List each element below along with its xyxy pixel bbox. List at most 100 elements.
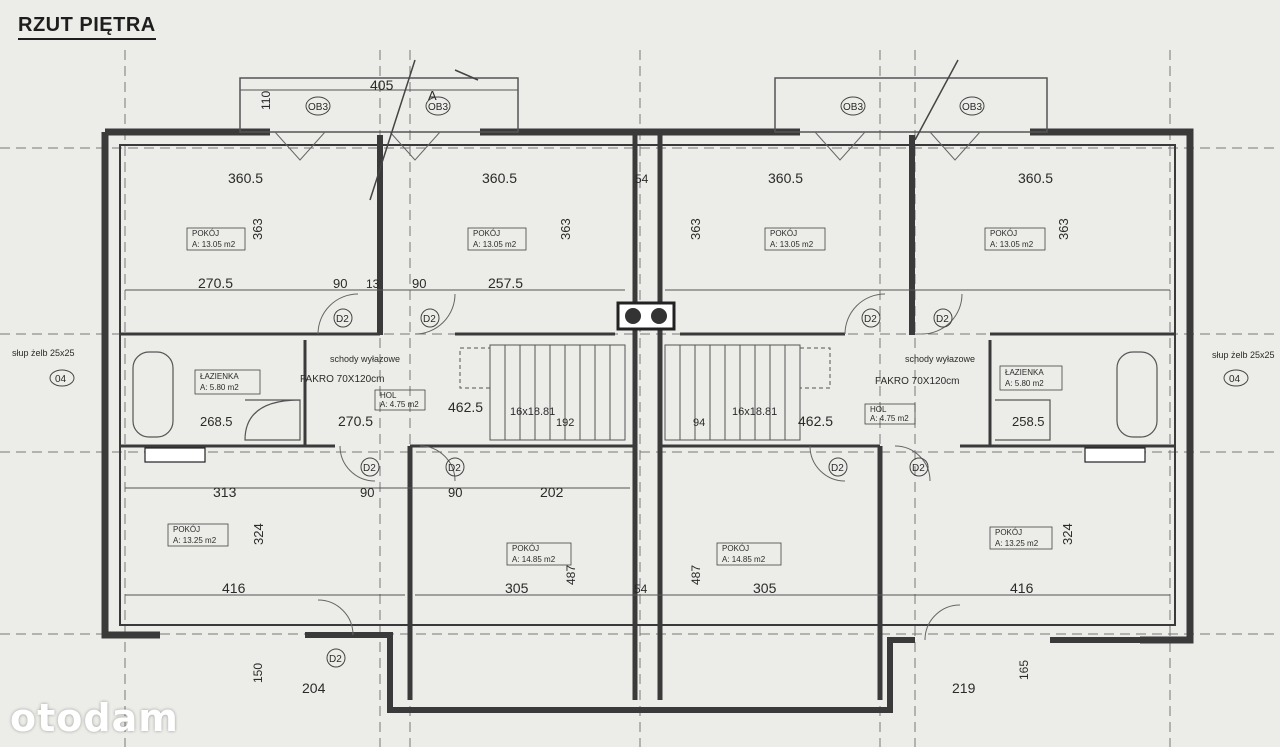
room-area: A: 13.05 m2 xyxy=(473,240,517,249)
door-tag: D2 xyxy=(448,463,461,474)
exterior-walls xyxy=(101,128,1194,713)
dim-h-363-2: 363 xyxy=(558,218,573,240)
stairs-note-left: schody wyłazowe xyxy=(330,354,400,364)
dim-stairs-94: 94 xyxy=(693,417,705,429)
dimension-labels: 405 110 A 360.5 360.5 360.5 360.5 54 363… xyxy=(198,77,1075,696)
marker-a: A xyxy=(428,88,437,103)
dim-h-363-3: 363 xyxy=(688,218,703,240)
dim-hall-270: 270.5 xyxy=(338,413,373,429)
room-label: ŁAZIENKA xyxy=(1005,368,1044,377)
window-tag: OB3 xyxy=(962,102,982,113)
dim-270-5: 270.5 xyxy=(198,275,233,291)
dim-257-5: 257.5 xyxy=(488,275,523,291)
dim-bath-right: 258.5 xyxy=(1012,414,1045,429)
dim-90b: 90 xyxy=(412,276,426,291)
window-tag: OB3 xyxy=(308,102,328,113)
dim-305-left: 305 xyxy=(505,580,529,596)
door-tag: D2 xyxy=(912,463,925,474)
stairs-note-right-2: FAKRO 70X120cm xyxy=(875,376,959,387)
dim-hall-462-right: 462.5 xyxy=(798,413,833,429)
dim-487-left: 487 xyxy=(564,565,578,585)
door-tag: D2 xyxy=(936,314,949,325)
room-area: A: 14.85 m2 xyxy=(722,555,766,564)
dim-487-right: 487 xyxy=(689,565,703,585)
pillar-note-left: słup żelb 25x25 xyxy=(12,348,75,358)
door-tag: D2 xyxy=(423,314,436,325)
dim-top-110: 110 xyxy=(259,91,273,110)
room-area: A: 13.25 m2 xyxy=(173,536,217,545)
dim-90: 90 xyxy=(333,276,347,291)
room-label: POKÓJ xyxy=(192,229,219,238)
dim-305-right: 305 xyxy=(753,580,777,596)
dim-room-4: 360.5 xyxy=(1018,170,1053,186)
stairs-note-left-2: FAKRO 70X120cm xyxy=(300,374,384,385)
dim-204: 204 xyxy=(302,680,326,696)
room-label: ŁAZIENKA xyxy=(200,372,239,381)
dim-b-90b: 90 xyxy=(448,485,462,500)
stairs xyxy=(459,344,831,441)
dim-150: 150 xyxy=(251,663,265,683)
window-tag: OB3 xyxy=(843,102,863,113)
dim-324-left: 324 xyxy=(251,523,266,545)
window-swings xyxy=(274,131,981,161)
room-area: A: 5.80 m2 xyxy=(1005,379,1044,388)
door-tag: D2 xyxy=(329,654,342,665)
room-label: POKÓJ xyxy=(722,544,749,553)
axis-tag: 04 xyxy=(1229,374,1241,385)
door-tag: D2 xyxy=(864,314,877,325)
dim-gap-54-top: 54 xyxy=(635,172,649,186)
dimension-lines xyxy=(125,89,1170,596)
chimney xyxy=(616,301,676,331)
dim-stairs-left: 16x18.81 xyxy=(510,406,555,418)
dim-room-2: 360.5 xyxy=(482,170,517,186)
watermark-logo: otodam xyxy=(10,696,179,740)
room-label: POKÓJ xyxy=(473,229,500,238)
room-label: POKÓJ xyxy=(990,229,1017,238)
axis-tags: 04 04 xyxy=(49,369,1249,387)
room-label: POKÓJ xyxy=(995,528,1022,537)
dim-stairs-192: 192 xyxy=(556,417,574,429)
dim-h-363-4: 363 xyxy=(1056,218,1071,240)
page-title: RZUT PIĘTRA xyxy=(18,14,156,40)
room-area: A: 13.25 m2 xyxy=(995,539,1039,548)
axis-tag: 04 xyxy=(55,374,67,385)
dim-hall-462-left: 462.5 xyxy=(448,399,483,415)
dim-54-bottom: 54 xyxy=(634,582,648,596)
room-area: A: 13.05 m2 xyxy=(770,240,814,249)
room-area: A: 13.05 m2 xyxy=(990,240,1034,249)
dim-324-right: 324 xyxy=(1060,523,1075,545)
stairs-note-right: schody wyłazowe xyxy=(905,354,975,364)
room-area: A: 14.85 m2 xyxy=(512,555,556,564)
room-label: POKÓJ xyxy=(512,544,539,553)
notes: schody wyłazowe FAKRO 70X120cm schody wy… xyxy=(12,348,1275,387)
section-lines xyxy=(369,59,959,201)
door-tag: D2 xyxy=(363,463,376,474)
window-tag: OB3 xyxy=(428,102,448,113)
dim-219: 219 xyxy=(952,680,976,696)
dim-13: 13 xyxy=(366,277,380,291)
dim-416-right: 416 xyxy=(1010,580,1034,596)
dim-416-left: 416 xyxy=(222,580,246,596)
dim-room-3: 360.5 xyxy=(768,170,803,186)
room-area: A: 4.75 m2 xyxy=(870,414,909,423)
dim-h-363-1: 363 xyxy=(250,218,265,240)
door-swings xyxy=(317,293,963,641)
dim-top-405: 405 xyxy=(370,77,394,93)
room-label: HOL xyxy=(870,405,887,414)
room-area: A: 13.05 m2 xyxy=(192,240,236,249)
dim-202: 202 xyxy=(540,484,564,500)
balconies xyxy=(239,77,1048,133)
door-tag: D2 xyxy=(831,463,844,474)
dim-stairs-right: 16x18.81 xyxy=(732,406,777,418)
pillar-note-right: słup żelb 25x25 xyxy=(1212,350,1275,360)
room-label: POKÓJ xyxy=(173,525,200,534)
door-tag: D2 xyxy=(336,314,349,325)
room-area: A: 4.75 m2 xyxy=(380,400,419,409)
dim-165: 165 xyxy=(1017,660,1031,680)
room-area: A: 5.80 m2 xyxy=(200,383,239,392)
bathroom-fixtures xyxy=(132,351,1158,463)
room-label: POKÓJ xyxy=(770,229,797,238)
room-label: HOL xyxy=(380,391,397,400)
dim-bath-left: 268.5 xyxy=(200,414,233,429)
